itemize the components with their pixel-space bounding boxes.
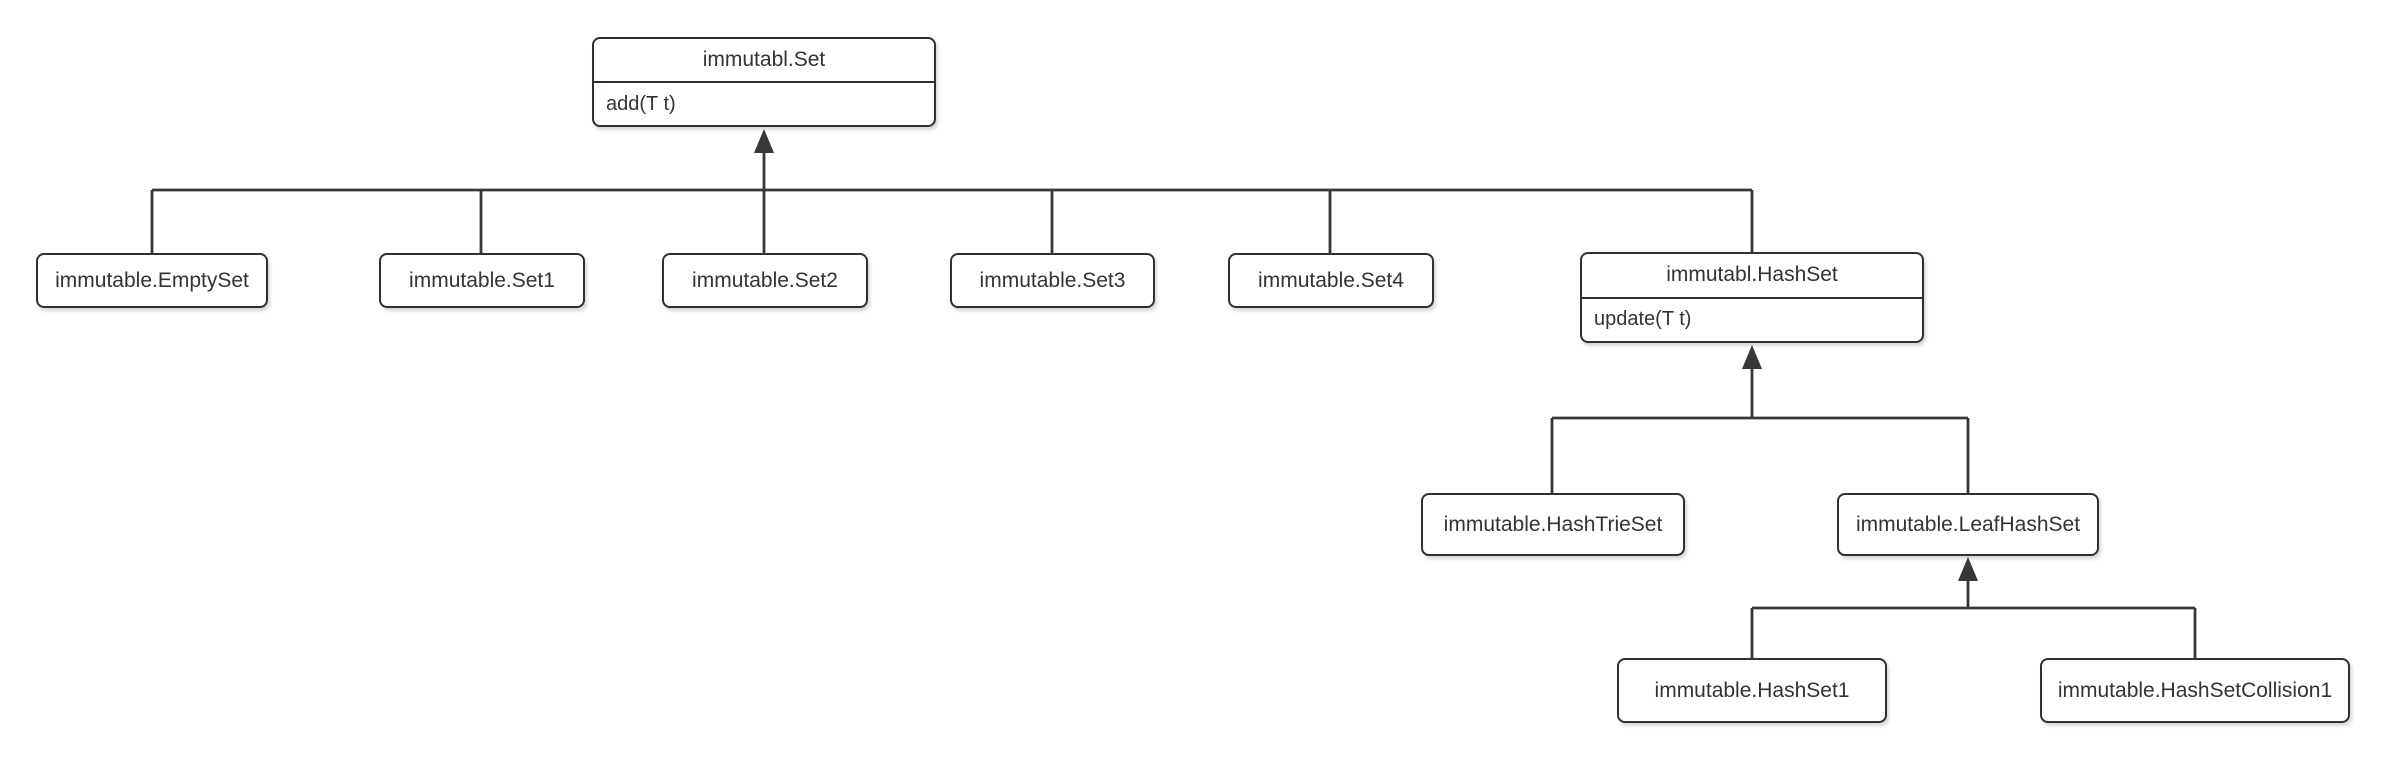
class-method: update(T t) bbox=[1594, 308, 1692, 331]
generalization-arrowhead-set bbox=[754, 129, 774, 153]
class-name: immutable.Set2 bbox=[692, 268, 838, 292]
generalization-arrowhead-hashset bbox=[1742, 345, 1762, 369]
class-name: immutable.Set4 bbox=[1258, 268, 1404, 292]
generalization-arrowhead-leafhashset bbox=[1958, 557, 1978, 581]
class-name: immutable.Set1 bbox=[409, 268, 555, 292]
class-node-immutable-set4[interactable]: immutable.Set4 bbox=[1228, 253, 1434, 308]
class-name: immutable.LeafHashSet bbox=[1855, 512, 2081, 536]
class-node-immutable-hashset1[interactable]: immutable.HashSet1 bbox=[1617, 658, 1887, 723]
class-node-immutabl-set[interactable]: immutabl.Set add(T t) bbox=[592, 37, 936, 127]
class-node-immutable-set2[interactable]: immutable.Set2 bbox=[662, 253, 868, 308]
class-node-immutable-hashtrieset[interactable]: immutable.HashTrieSet bbox=[1421, 493, 1685, 556]
class-node-immutable-hashsetcollision1[interactable]: immutable.HashSetCollision1 bbox=[2040, 658, 2350, 723]
class-node-immutable-set1[interactable]: immutable.Set1 bbox=[379, 253, 585, 308]
class-name: immutable.HashTrieSet bbox=[1443, 512, 1663, 536]
class-name: immutable.EmptySet bbox=[55, 268, 249, 292]
class-name: immutable.HashSetCollision1 bbox=[2057, 678, 2333, 702]
edge-group-leafhashset-children bbox=[1750, 557, 2197, 658]
class-name: immutable.Set3 bbox=[979, 268, 1126, 292]
edge-group-set-children bbox=[150, 129, 1754, 253]
edge-group-hashset-children bbox=[1550, 345, 1970, 493]
class-node-immutable-leafhashset[interactable]: immutable.LeafHashSet bbox=[1837, 493, 2099, 556]
class-method: add(T t) bbox=[606, 92, 676, 115]
class-name: immutable.HashSet1 bbox=[1654, 678, 1850, 702]
class-node-immutable-emptyset[interactable]: immutable.EmptySet bbox=[36, 253, 268, 308]
class-name: immutabl.Set bbox=[594, 39, 934, 83]
class-name: immutabl.HashSet bbox=[1582, 254, 1922, 299]
class-node-immutable-set3[interactable]: immutable.Set3 bbox=[950, 253, 1155, 308]
class-node-immutabl-hashset[interactable]: immutabl.HashSet update(T t) bbox=[1580, 252, 1924, 343]
